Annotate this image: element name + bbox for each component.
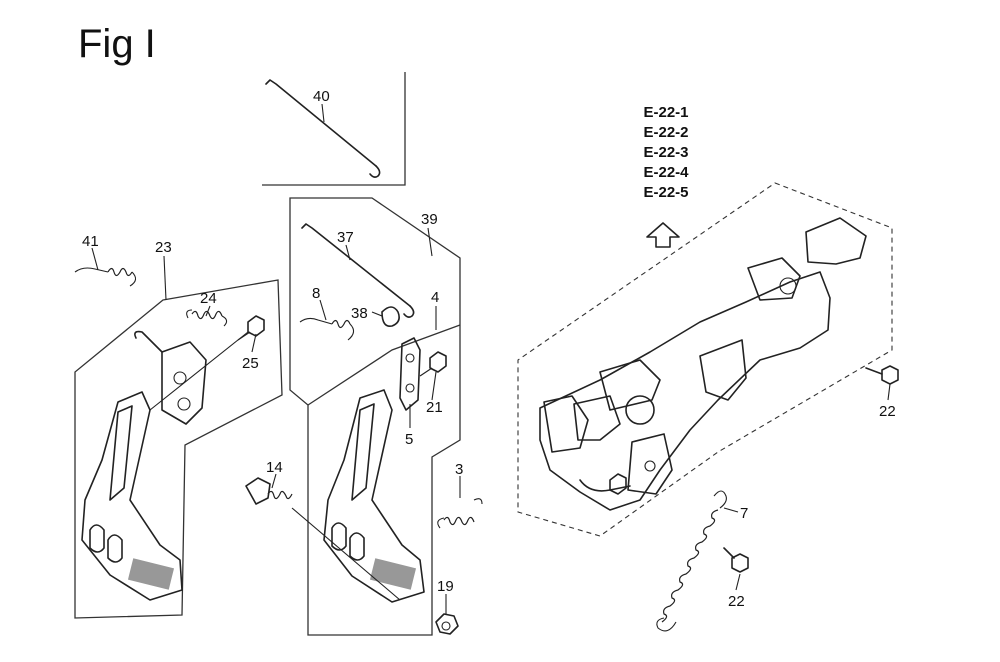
callout-8[interactable]: 8 — [312, 285, 320, 302]
callout-37[interactable]: 37 — [337, 229, 354, 246]
callout-38[interactable]: 38 — [351, 305, 368, 322]
callout-22-right[interactable]: 22 — [879, 403, 896, 420]
callout-41[interactable]: 41 — [82, 233, 99, 250]
spring-part-8[interactable] — [299, 317, 355, 341]
callout-24[interactable]: 24 — [200, 290, 217, 307]
pedal-assembly-frame-left — [74, 279, 283, 619]
rod-frame — [262, 72, 406, 186]
bolt-part-21[interactable] — [419, 351, 447, 377]
spring-part-41[interactable] — [74, 267, 137, 287]
leader-lines — [91, 103, 891, 614]
arrow-up-icon[interactable] — [646, 222, 680, 248]
callout-3[interactable]: 3 — [455, 461, 463, 478]
reference-code-list: E-22-1 E-22-2 E-22-3 E-22-4 E-22-5 — [630, 103, 702, 203]
callout-25[interactable]: 25 — [242, 355, 259, 372]
pedal-part-23[interactable] — [81, 330, 249, 601]
bracket-frame — [307, 324, 461, 406]
spring-part-7[interactable] — [656, 490, 727, 632]
spring-part-24[interactable] — [186, 309, 228, 327]
nut-part-19[interactable] — [435, 613, 459, 635]
reference-code[interactable]: E-22-2 — [643, 124, 689, 141]
callout-22-bottom[interactable]: 22 — [728, 593, 745, 610]
callout-19[interactable]: 19 — [437, 578, 454, 595]
spring-part-3[interactable] — [437, 498, 483, 529]
reference-code[interactable]: E-22-3 — [643, 144, 689, 161]
callout-39[interactable]: 39 — [421, 211, 438, 228]
callout-21[interactable]: 21 — [426, 399, 443, 416]
rod-part-40[interactable] — [265, 79, 381, 178]
governor-assembly[interactable] — [539, 217, 867, 511]
bolt-part-22-right[interactable] — [865, 365, 899, 385]
clip-part-38[interactable] — [381, 306, 400, 328]
reference-code[interactable]: E-22-4 — [643, 164, 689, 181]
callout-7[interactable]: 7 — [740, 505, 748, 522]
reference-code[interactable]: E-22-1 — [643, 104, 689, 121]
pedal-assembly-frame-middle — [289, 197, 461, 636]
figure-title: Fig I — [78, 22, 156, 66]
reference-code[interactable]: E-22-5 — [643, 184, 689, 201]
rod-part-37[interactable] — [301, 223, 415, 318]
bolt-part-22-bottom[interactable] — [723, 547, 749, 573]
callout-14[interactable]: 14 — [266, 459, 283, 476]
link-plate-part-5[interactable] — [399, 337, 421, 411]
governor-assembly-frame — [517, 182, 893, 537]
callout-40[interactable]: 40 — [313, 88, 330, 105]
pedal-part-middle[interactable] — [323, 389, 425, 603]
bolt-part-14[interactable] — [245, 477, 401, 601]
callout-5[interactable]: 5 — [405, 431, 413, 448]
callout-4[interactable]: 4 — [431, 289, 439, 306]
callout-23[interactable]: 23 — [155, 239, 172, 256]
